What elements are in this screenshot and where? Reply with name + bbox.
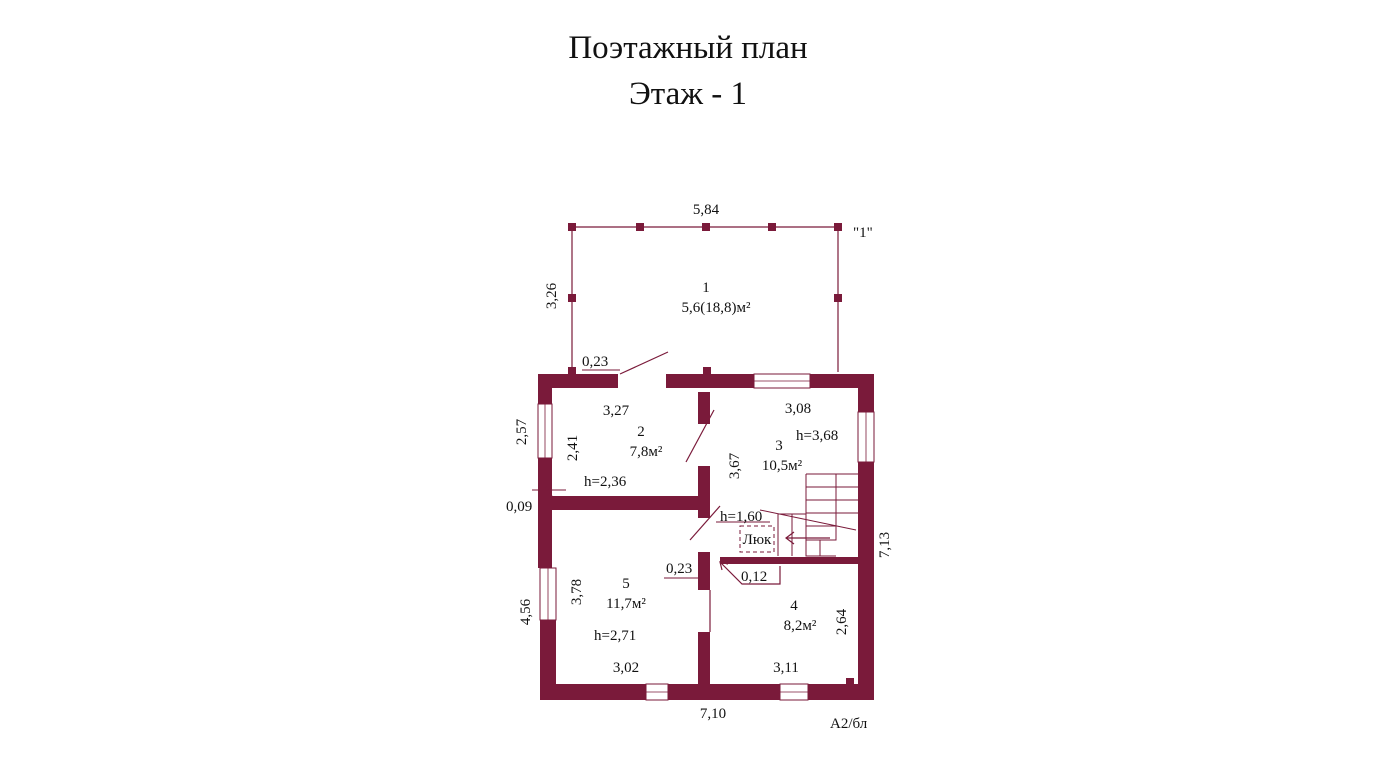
opening-marker (719, 561, 781, 585)
window-glazing (544, 380, 867, 693)
room5-area: 11,7м² (606, 596, 646, 612)
room2-area: 7,8м² (630, 444, 663, 460)
room3-height: h=3,68 (796, 428, 838, 444)
dim-opening-right: 0,12 (741, 569, 767, 585)
dim-room4-depth: 2,64 (834, 608, 850, 635)
room3-area: 10,5м² (762, 458, 803, 474)
hatch-outline (739, 525, 775, 553)
dim-room2-depth-outer: 2,57 (514, 418, 530, 445)
room4-area: 8,2м² (784, 618, 817, 634)
dim-porch-depth: 3,26 (544, 282, 560, 309)
dim-room5-width: 3,02 (613, 660, 639, 676)
dim-room5-depth-outer: 4,56 (518, 598, 534, 625)
plan-title: Поэтажный план (568, 30, 808, 66)
hatch-label: Люк (743, 532, 772, 548)
room3-number: 3 (775, 438, 783, 454)
dim-room5-depth-inner: 3,78 (569, 579, 585, 605)
dim-opening-left: 0,23 (666, 561, 692, 577)
dim-wall-step: 0,09 (506, 499, 532, 515)
room1-area: 5,6(18,8)м² (682, 300, 751, 316)
dim-room2-width: 3,27 (603, 403, 630, 419)
stair-arrow (785, 531, 830, 545)
walls (538, 374, 874, 700)
dim-room4-width: 3,11 (773, 660, 799, 676)
dim-room3-width: 3,08 (785, 401, 811, 417)
dimension-leaders (532, 369, 770, 579)
dim-stair-height: h=1,60 (720, 509, 762, 525)
room5-height: h=2,71 (594, 628, 636, 644)
door-swings (619, 351, 721, 632)
dim-bottom-width: 7,10 (700, 706, 726, 722)
room1-number: 1 (702, 280, 710, 296)
dim-room2-depth-inner: 2,41 (565, 435, 581, 461)
corner-code: А2/бл (830, 716, 868, 732)
room2-height: h=2,36 (584, 474, 627, 490)
room4-number: 4 (790, 598, 798, 614)
dim-porch-door: 0,23 (582, 354, 608, 370)
room2-number: 2 (637, 424, 645, 440)
porch-posts (568, 223, 842, 375)
dim-right-length: 7,13 (877, 532, 893, 558)
floor-label: Этаж - 1 (628, 76, 748, 112)
marker-label: "1" (853, 225, 873, 241)
dim-room3-depth: 3,67 (727, 452, 743, 479)
room5-number: 5 (622, 576, 630, 592)
dim-top-width: 5,84 (693, 202, 720, 218)
stairs (759, 473, 858, 557)
